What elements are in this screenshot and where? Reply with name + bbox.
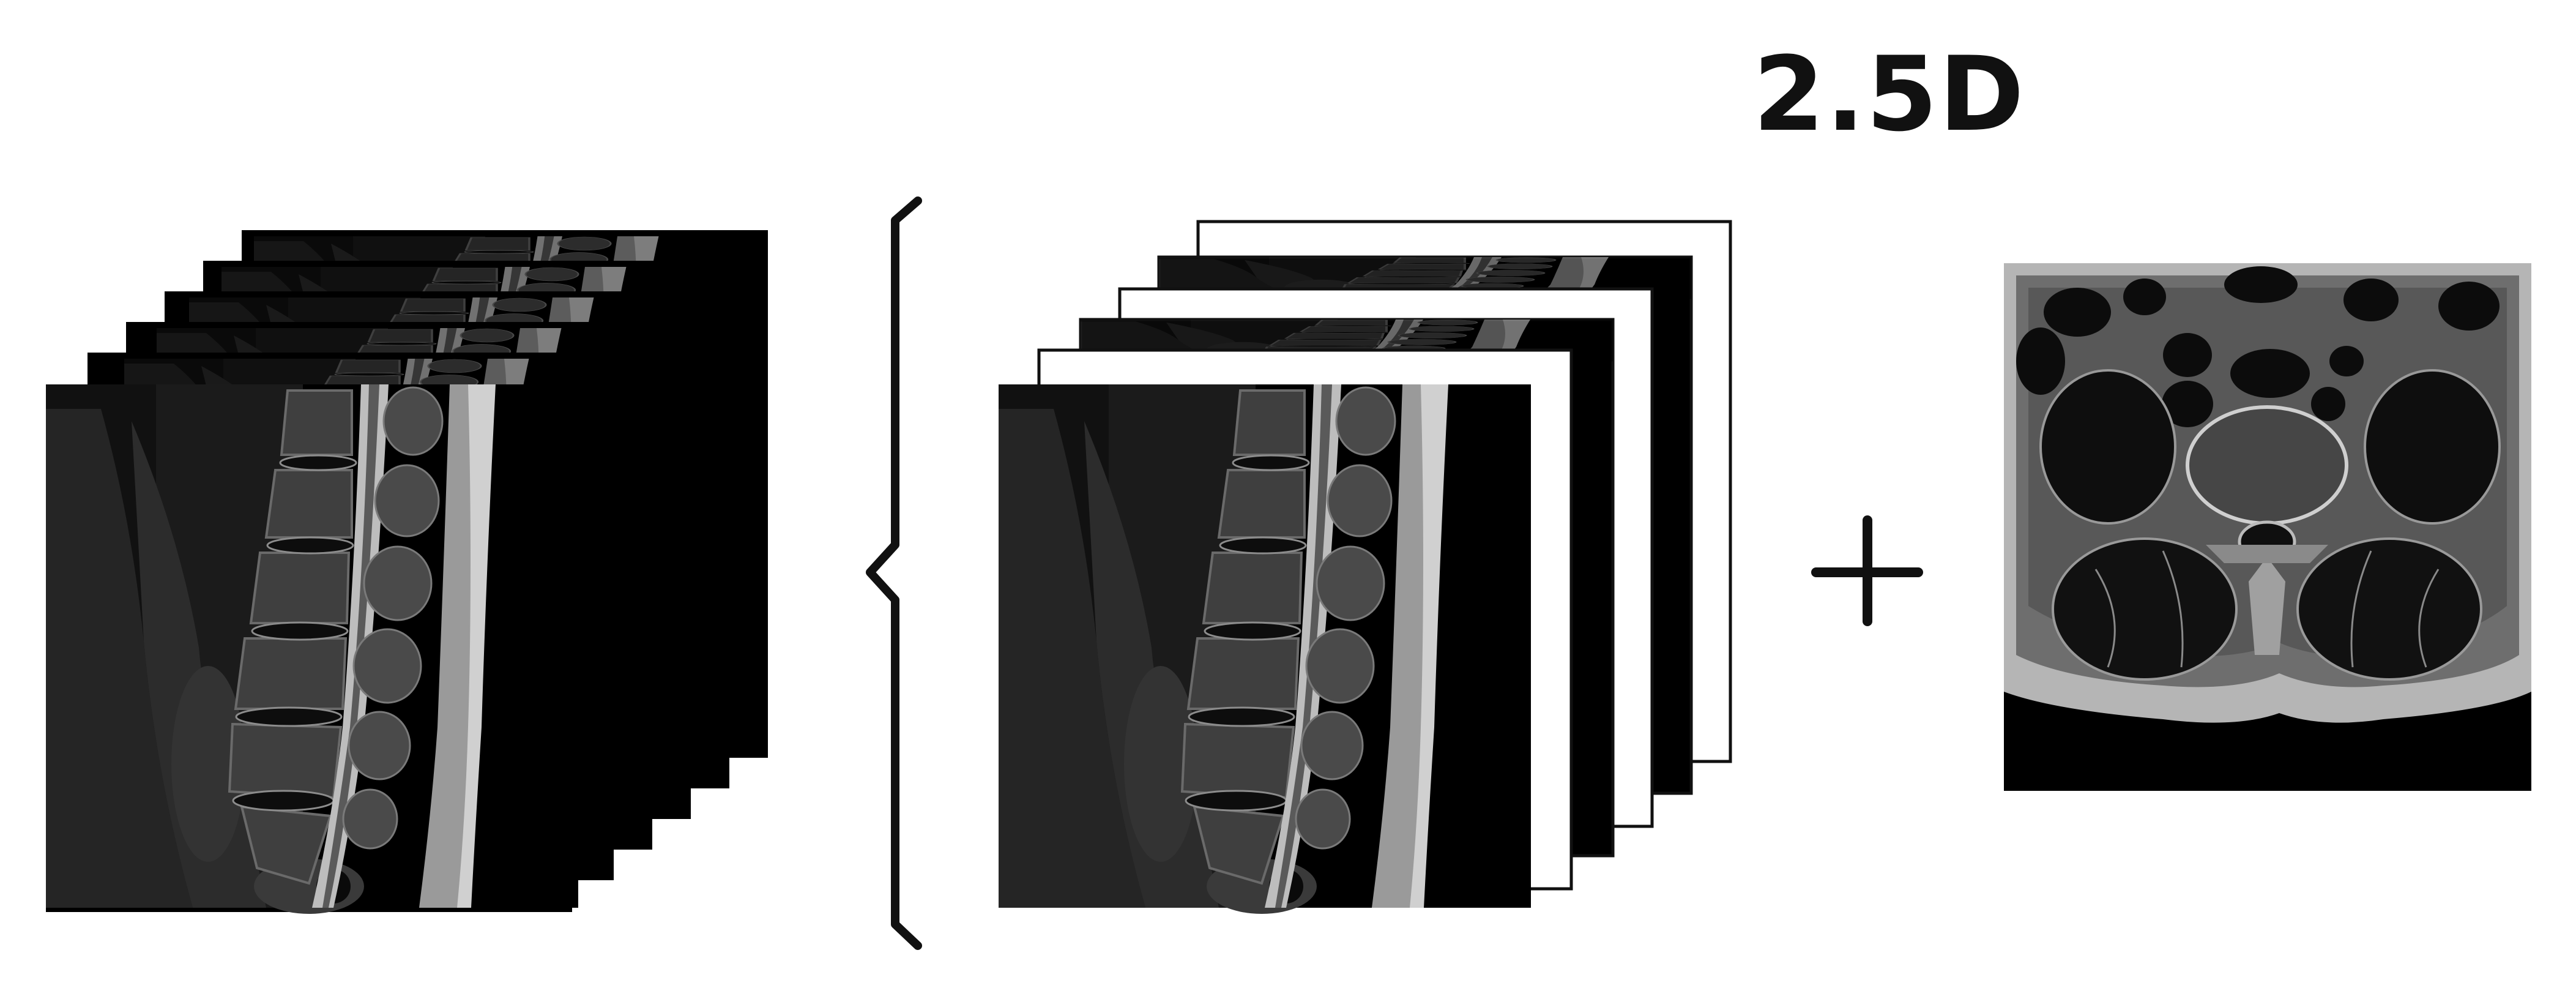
left-slice-stack [45, 230, 768, 915]
plus-icon [1811, 515, 1923, 626]
middle-slice-stack [997, 220, 1732, 915]
brace-icon [866, 196, 922, 950]
diagram-title: 2.5D [1753, 34, 2026, 154]
stack-frame [45, 383, 579, 915]
axial-mri-slice [2004, 263, 2531, 791]
stack-frame-front-image [997, 383, 1532, 915]
